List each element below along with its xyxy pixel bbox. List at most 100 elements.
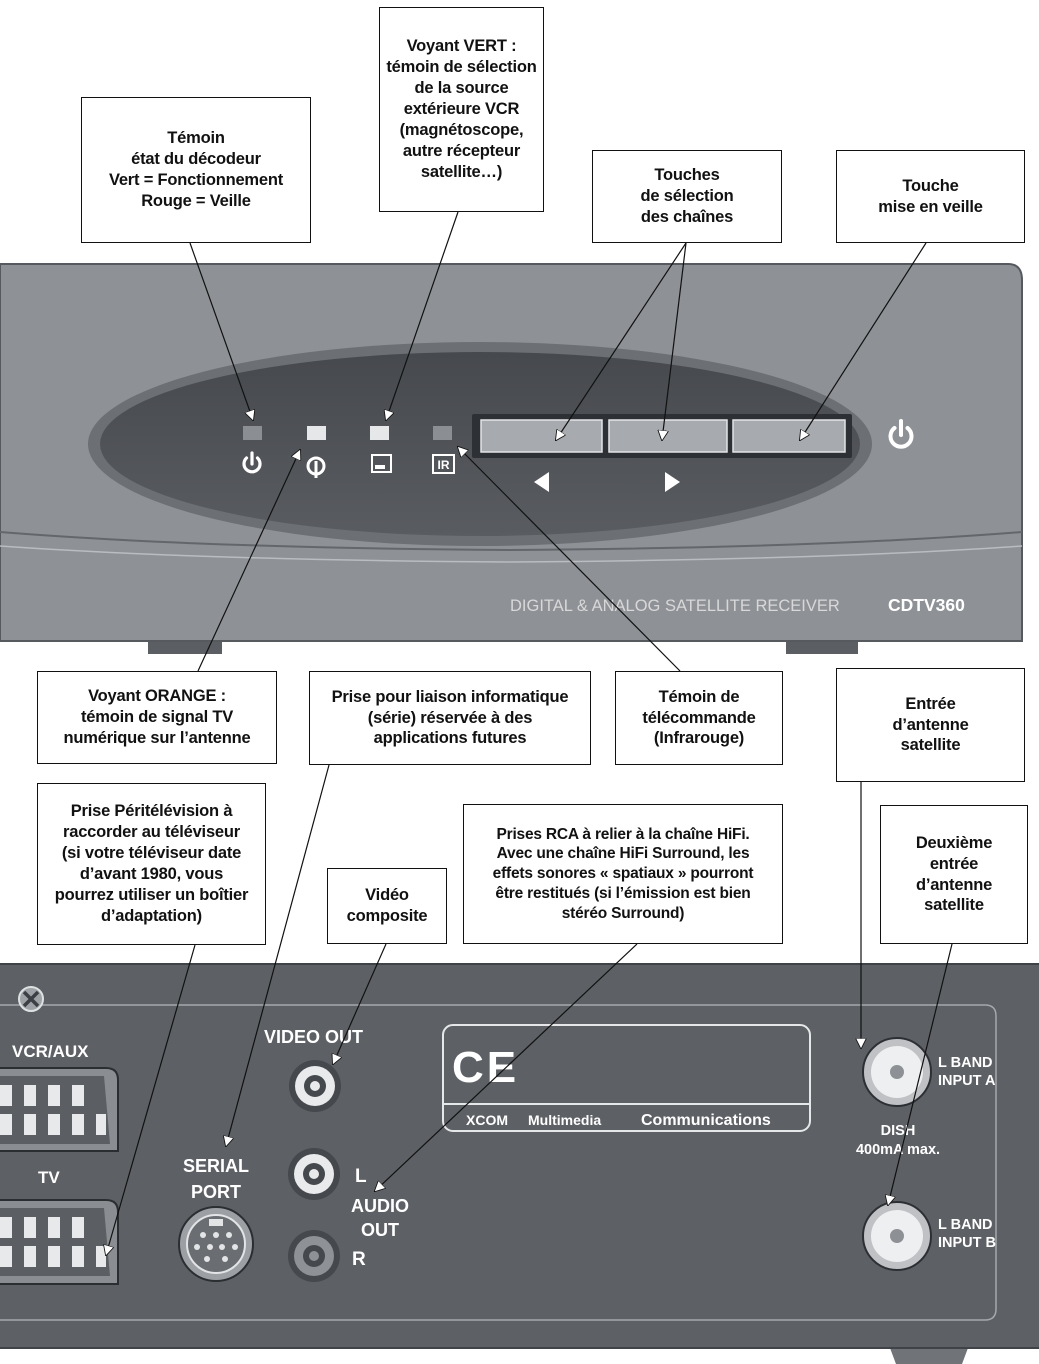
serial-port-connector[interactable] bbox=[178, 1206, 254, 1282]
callout-line: (magnétoscope, bbox=[399, 120, 524, 139]
brand-communications: Communications bbox=[641, 1112, 771, 1129]
model-line: DIGITAL & ANALOG SATELLITE RECEIVER bbox=[510, 597, 840, 615]
antenna-signal-icon bbox=[306, 456, 326, 478]
callout-line: Voyant VERT : bbox=[406, 37, 517, 56]
callout-line: d’avant 1980, vous bbox=[79, 865, 224, 883]
ir-icon: IR bbox=[432, 454, 455, 474]
callout-line: (série) réservée à des bbox=[367, 708, 533, 727]
video-out-label: VIDEO OUT bbox=[264, 1027, 363, 1047]
callout-status-led: Témoin état du décodeur Vert = Fonctionn… bbox=[81, 97, 311, 243]
callout-line: mise en veille bbox=[878, 197, 983, 216]
status-led bbox=[243, 426, 262, 440]
callout-video-composite: Vidéo composite bbox=[327, 868, 447, 944]
callout-line: Deuxième bbox=[915, 833, 993, 852]
callout-line: Prise Péritélévision à bbox=[70, 802, 233, 821]
audio-r-rca[interactable] bbox=[288, 1230, 340, 1282]
standby-power-icon bbox=[888, 419, 914, 449]
callout-line: satellite bbox=[900, 736, 961, 755]
serial-port-label-1: SERIAL bbox=[183, 1156, 249, 1176]
lband-b-label-1: L BAND bbox=[938, 1217, 993, 1233]
ir-led bbox=[433, 426, 452, 440]
callout-line: pourrez utiliser un boîtier bbox=[54, 885, 249, 904]
callout-line: (Infrarouge) bbox=[653, 729, 745, 748]
lband-input-a-connector[interactable] bbox=[862, 1037, 932, 1107]
callout-line: Voyant ORANGE : bbox=[88, 687, 226, 706]
callout-line: des chaînes bbox=[640, 207, 734, 226]
right-triangle-icon bbox=[665, 472, 680, 492]
callout-line: de la source bbox=[414, 79, 509, 98]
callout-line: stéréo Surround) bbox=[561, 904, 685, 922]
green-led bbox=[370, 426, 389, 440]
dish-label-2: 400mA max. bbox=[856, 1142, 940, 1158]
callout-line: télécommande bbox=[642, 708, 756, 727]
lband-input-b-connector[interactable] bbox=[862, 1201, 932, 1271]
audio-l-label: L bbox=[355, 1166, 367, 1187]
callout-line: Touches bbox=[654, 166, 720, 185]
callout-line: Rouge = Veille bbox=[141, 191, 251, 210]
ce-mark: CE bbox=[452, 1043, 519, 1092]
callout-line: applications futures bbox=[373, 729, 527, 748]
callout-line: extérieure VCR bbox=[403, 100, 520, 119]
callout-line: numérique sur l’antenne bbox=[63, 728, 251, 747]
callout-line: Vidéo bbox=[365, 886, 409, 905]
power-icon bbox=[242, 451, 262, 474]
callout-line: Avec une chaîne HiFi Surround, les bbox=[496, 845, 750, 863]
lband-a-label-2: INPUT A bbox=[938, 1073, 996, 1089]
audio-out-label-2: OUT bbox=[361, 1220, 399, 1240]
callout-line: d’antenne bbox=[892, 715, 969, 734]
audio-out-label-1: AUDIO bbox=[351, 1196, 409, 1216]
vcr-source-icon bbox=[371, 454, 392, 473]
callout-line: Touche bbox=[902, 176, 959, 195]
callout-antenna-input: Entrée d’antenne satellite bbox=[836, 668, 1025, 782]
ce-label-plate: CE XCOM Multimedia Communications bbox=[442, 1024, 811, 1132]
brand-multimedia: Multimedia bbox=[528, 1112, 601, 1128]
callout-line: raccorder au téléviseur bbox=[63, 823, 240, 842]
lband-a-label-1: L BAND bbox=[938, 1055, 993, 1071]
callout-line: satellite bbox=[924, 896, 984, 915]
callout-channel-keys: Touches de sélection des chaînes bbox=[592, 150, 782, 243]
front-panel: IR DIGITAL & ANALOG SATELLITE RECEIVER C… bbox=[0, 263, 1023, 654]
left-triangle-icon bbox=[534, 472, 549, 492]
standby-button[interactable] bbox=[732, 419, 846, 453]
callout-line: Entrée bbox=[905, 694, 956, 713]
callout-second-antenna: Deuxième entrée d’antenne satellite bbox=[880, 805, 1028, 944]
video-out-rca[interactable] bbox=[289, 1060, 341, 1112]
callout-green-led: Voyant VERT : témoin de sélection de la … bbox=[379, 7, 544, 212]
brand-xcom: XCOM bbox=[466, 1112, 508, 1128]
audio-l-rca[interactable] bbox=[288, 1148, 340, 1200]
callout-line: d’antenne bbox=[915, 875, 993, 894]
callout-serial-port: Prise pour liaison informatique (série) … bbox=[309, 671, 591, 765]
ir-icon-text: IR bbox=[438, 458, 450, 472]
callout-line: entrée bbox=[929, 854, 979, 873]
orange-led bbox=[307, 426, 326, 440]
channel-down-button[interactable] bbox=[480, 419, 603, 453]
callout-remote-sensor: Témoin de télécommande (Infrarouge) bbox=[615, 671, 783, 765]
callout-line: Témoin bbox=[167, 129, 225, 148]
callout-line: composite bbox=[346, 907, 428, 925]
vcr-aux-label: VCR/AUX bbox=[12, 1042, 89, 1061]
leader-lines bbox=[106, 211, 953, 1255]
callout-standby-key: Touche mise en veille bbox=[836, 150, 1025, 243]
screw-icon bbox=[18, 986, 44, 1012]
callout-line: Prise pour liaison informatique bbox=[331, 687, 569, 706]
vcr-aux-scart[interactable] bbox=[0, 1067, 119, 1152]
callout-rca-audio: Prises RCA à relier à la chaîne HiFi. Av… bbox=[463, 804, 783, 944]
callout-line: effets sonores « spatiaux » pourront bbox=[492, 865, 754, 883]
audio-r-label: R bbox=[352, 1249, 366, 1270]
callout-line: Témoin de bbox=[658, 687, 740, 706]
serial-port-label-2: PORT bbox=[191, 1182, 241, 1202]
callout-scart: Prise Péritélévision à raccorder au télé… bbox=[37, 783, 266, 945]
tv-label: TV bbox=[38, 1168, 60, 1187]
channel-up-button[interactable] bbox=[608, 419, 728, 453]
callout-line: d’adaptation) bbox=[101, 906, 202, 925]
tv-scart[interactable] bbox=[0, 1199, 119, 1285]
dish-label-1: DISH bbox=[881, 1123, 916, 1139]
lband-b-label-2: INPUT B bbox=[938, 1235, 996, 1251]
callout-line: témoin de signal TV bbox=[80, 708, 234, 727]
callout-line: Prises RCA à relier à la chaîne HiFi. bbox=[496, 825, 750, 843]
callout-line: être restitués (si l’émission est bien bbox=[495, 884, 751, 902]
callout-line: témoin de sélection bbox=[386, 58, 537, 77]
callout-line: autre récepteur bbox=[402, 141, 521, 160]
